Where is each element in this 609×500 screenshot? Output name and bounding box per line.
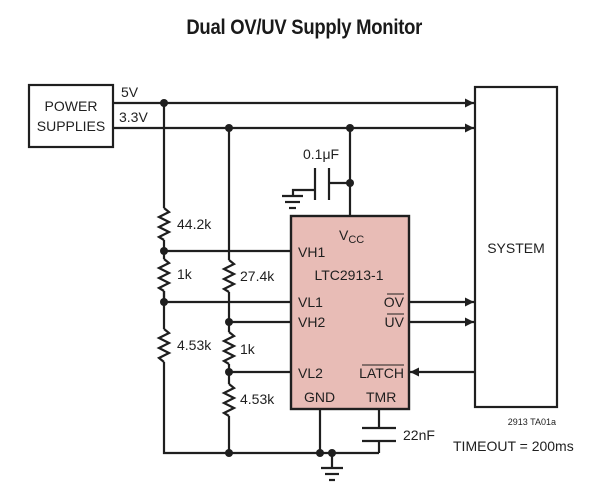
resistor-4k53-b bbox=[221, 383, 237, 417]
power-supplies-label-line2: SUPPLIES bbox=[37, 118, 105, 134]
pin-tmr-label: TMR bbox=[366, 389, 396, 405]
ltc2913-chip: VCC VH1 LTC2913-1 VL1 VH2 VL2 GND TMR OV… bbox=[289, 214, 411, 411]
pin-vcc-label: VCC bbox=[339, 227, 364, 246]
figure-id: 2913 TA01a bbox=[508, 417, 556, 427]
resistor-1k-b bbox=[221, 331, 237, 365]
divider-3v3 bbox=[221, 128, 237, 457]
resistor-1k-a bbox=[156, 258, 172, 292]
resistor-44k2 bbox=[156, 207, 172, 241]
system-label: SYSTEM bbox=[487, 240, 545, 256]
junction-gnd bbox=[316, 449, 324, 457]
chip-body bbox=[289, 214, 411, 411]
pin-latch-label: LATCH bbox=[359, 365, 404, 381]
capacitor-timer-label: 22nF bbox=[403, 427, 435, 443]
diagram-title: Dual OV/UV Supply Monitor bbox=[186, 16, 423, 39]
system-box bbox=[473, 85, 559, 409]
resistor-27k4 bbox=[221, 259, 237, 293]
chip-part-number: LTC2913-1 bbox=[314, 267, 383, 283]
resistor-1k-a-label: 1k bbox=[177, 266, 193, 282]
pin-vh2-label: VH2 bbox=[298, 314, 325, 330]
ground-icon-vcc bbox=[282, 194, 303, 210]
resistor-4k53-a-label: 4.53k bbox=[177, 337, 212, 353]
capacitor-timer bbox=[362, 409, 396, 453]
resistor-4k53-a bbox=[156, 328, 172, 363]
pin-uv-label: UV bbox=[385, 314, 405, 330]
timeout-note: TIMEOUT = 200ms bbox=[453, 438, 574, 454]
pin-vl1-label: VL1 bbox=[298, 294, 323, 310]
capacitor-vcc-bypass bbox=[282, 128, 354, 216]
pin-vh1-label: VH1 bbox=[298, 244, 325, 260]
resistor-27k4-label: 27.4k bbox=[240, 268, 275, 284]
resistor-1k-b-label: 1k bbox=[240, 341, 256, 357]
power-supplies-label-line1: POWER bbox=[45, 98, 98, 114]
resistor-4k53-b-label: 4.53k bbox=[240, 391, 275, 407]
pin-gnd-label: GND bbox=[304, 389, 335, 405]
divider-5v bbox=[156, 103, 229, 455]
capacitor-vcc-label: 0.1μF bbox=[303, 146, 339, 162]
resistor-44k2-label: 44.2k bbox=[177, 216, 212, 232]
power-supplies-box bbox=[27, 83, 115, 149]
pin-ov-label: OV bbox=[384, 294, 405, 310]
rail-3v3-label: 3.3V bbox=[119, 109, 148, 125]
rail-5v-label: 5V bbox=[121, 84, 139, 100]
power-supplies-block: POWER SUPPLIES bbox=[27, 83, 115, 149]
ground-icon-main bbox=[321, 453, 343, 482]
pin-vl2-label: VL2 bbox=[298, 365, 323, 381]
